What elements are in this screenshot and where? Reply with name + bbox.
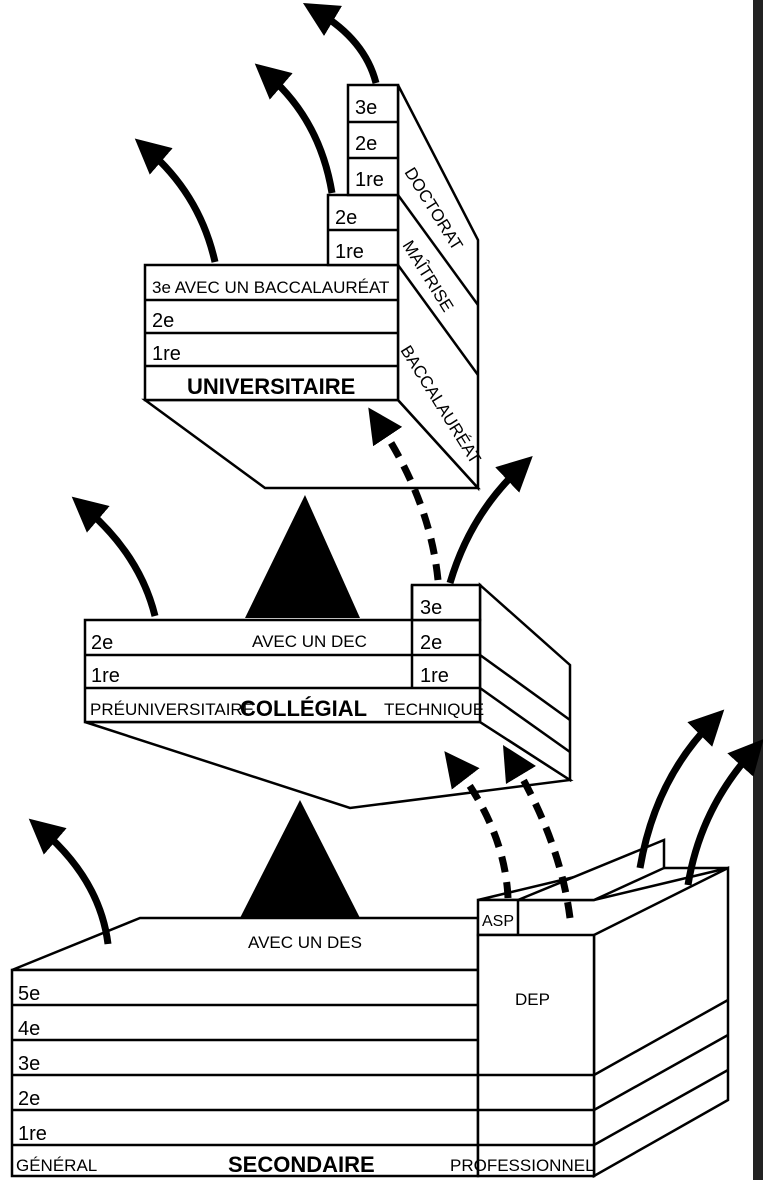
college-technique-label: TECHNIQUE [384, 700, 484, 719]
doctorate-box [346, 83, 400, 197]
exit-arrow-secondary-general [28, 818, 112, 945]
asp-label: ASP [482, 913, 514, 930]
secondary-right-face [592, 865, 730, 1179]
exit-arrow-maitrise [254, 63, 336, 194]
technique-row-1: 1re [420, 665, 449, 687]
secondary-to-college-arrow [240, 800, 360, 918]
transfer-arrows [368, 407, 574, 919]
secondary-top-face [11, 916, 480, 972]
secondary-title: SECONDAIRE [228, 1152, 375, 1177]
secondary-row-1: 1re [18, 1123, 47, 1145]
exit-arrows [28, 3, 763, 945]
asp-ridge [517, 838, 666, 902]
masters-row-1: 1re [335, 241, 364, 263]
doctorate-row-1: 1re [355, 169, 384, 191]
secondary-general-label: GÉNÉRAL [16, 1156, 97, 1175]
college-row-2: 2e [91, 632, 113, 654]
college-diploma: AVEC UN DEC [252, 632, 367, 651]
secondary-row-2: 2e [18, 1088, 40, 1110]
secondary-diploma: AVEC UN DES [248, 933, 362, 952]
dep-label: DEP [515, 990, 550, 1009]
college-title: COLLÉGIAL [240, 696, 367, 721]
college-front-face [83, 618, 482, 724]
exit-arrow-college-pre [71, 496, 159, 617]
exit-arrow-technique [446, 456, 533, 584]
university-row-3: 3e AVEC UN BACCALAURÉAT [152, 278, 389, 297]
secondary-row-4: 4e [18, 1018, 40, 1040]
secondary-block: 5e 4e 3e 2e 1re GÉNÉRAL SECONDAIRE PROFE… [10, 838, 730, 1179]
doctorate-row-2: 2e [355, 133, 377, 155]
secondary-row-5: 5e [18, 983, 40, 1005]
dep-to-college-arrow [502, 744, 574, 919]
university-block: 3e AVEC UN BACCALAURÉAT 2e 1re UNIVERSIT… [141, 83, 485, 492]
right-border [753, 0, 763, 1180]
technique-to-university-arrow [368, 407, 442, 581]
exit-arrow-dep [684, 738, 763, 886]
university-row-2: 2e [152, 310, 174, 332]
college-row-1: 1re [91, 665, 120, 687]
college-preuniversitaire-label: PRÉUNIVERSITAIRE [90, 700, 254, 719]
secondary-front-dep [476, 933, 596, 1178]
doctorate-row-3: 3e [355, 97, 377, 119]
university-row-1: 1re [152, 343, 181, 365]
exit-arrow-asp [636, 709, 725, 869]
secondary-row-3: 3e [18, 1053, 40, 1075]
masters-row-2: 2e [335, 207, 357, 229]
technique-row-2: 2e [420, 632, 442, 654]
exit-arrow-baccalaureat [134, 138, 219, 263]
technique-row-3: 3e [420, 597, 442, 619]
university-title: UNIVERSITAIRE [187, 374, 355, 399]
college-block: 2e 1re AVEC UN DEC 3e 2e 1re PRÉUNIVERSI… [83, 582, 574, 810]
secondary-professionnel-label: PROFESSIONNEL [450, 1156, 595, 1175]
college-bottom-face [84, 720, 574, 810]
exit-arrow-doctorat [302, 3, 380, 84]
college-to-university-arrow [245, 495, 360, 618]
asp-to-college-arrow [444, 751, 512, 899]
